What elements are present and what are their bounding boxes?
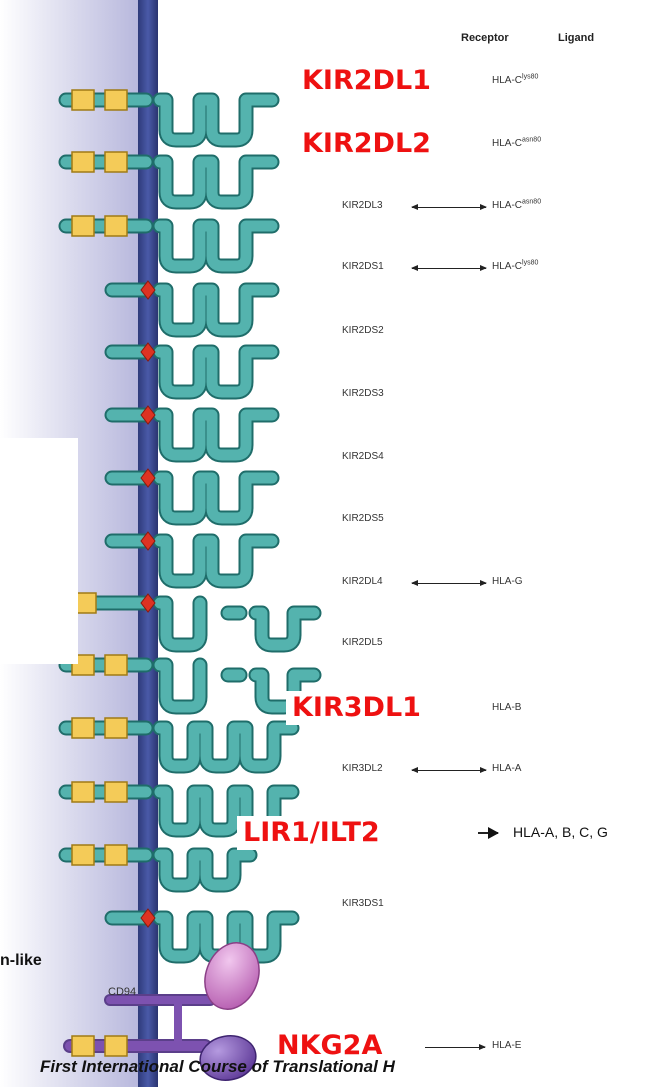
row-12-itim-motif (72, 782, 94, 802)
row-9-ig-domain-d2 (256, 613, 314, 645)
row-13-itim-motif (72, 845, 94, 865)
ligand-allotype: lys80 (522, 260, 538, 267)
ligand-label: HLA-Clys80 (492, 75, 538, 86)
overlay-box (0, 438, 78, 664)
receptor-label-highlight: KIR3DL1 (286, 691, 427, 725)
cd94-label: CD94 (108, 986, 136, 998)
ligand-column-header: Ligand (558, 32, 594, 44)
interaction-arrow (412, 770, 486, 771)
ligand-name: HLA-G (492, 576, 523, 587)
row-12-itim-motif (105, 782, 127, 802)
row-10-itim-motif (105, 655, 127, 675)
interaction-arrow (412, 207, 486, 208)
ligand-name: HLA-C (492, 200, 522, 211)
interaction-arrow (478, 832, 498, 834)
row-1-itim-motif (105, 90, 127, 110)
ligand-label: HLA-A (492, 763, 521, 774)
ligand-label: HLA-G (492, 576, 523, 587)
receptor-label: KIR2DL3 (342, 200, 383, 211)
nkg2a-itim-motif (105, 1036, 127, 1056)
side-label: n-like (0, 952, 42, 970)
interaction-arrow (425, 1047, 485, 1048)
receptor-label: KIR3DS1 (342, 898, 384, 909)
ligand-name: HLA-A (492, 763, 521, 774)
ligand-label: HLA-Casn80 (492, 200, 541, 211)
ligand-name: HLA-C (492, 261, 522, 272)
receptor-column-header: Receptor (461, 32, 509, 44)
ligand-label: HLA-Clys80 (492, 261, 538, 272)
receptor-label: KIR2DL4 (342, 576, 383, 587)
interaction-arrow (412, 583, 486, 584)
nkg2a-itim-motif (72, 1036, 94, 1056)
row-3-itim-motif (72, 216, 94, 236)
interaction-arrow (412, 268, 486, 269)
receptor-label: KIR2DS5 (342, 513, 384, 524)
receptor-label-highlight: KIR2DL1 (296, 64, 437, 98)
ligand-name: HLA-E (492, 1040, 521, 1051)
ligand-label: HLA-E (492, 1040, 521, 1051)
row-13-itim-motif (105, 845, 127, 865)
ligand-name: HLA-B (492, 702, 521, 713)
row-3-itim-motif (105, 216, 127, 236)
receptor-label: KIR2DS4 (342, 451, 384, 462)
ligand-allotype: lys80 (522, 74, 538, 81)
receptor-label: KIR2DL5 (342, 637, 383, 648)
row-1-itim-motif (72, 90, 94, 110)
row-2-itim-motif (72, 152, 94, 172)
ligand-allotype: asn80 (522, 199, 541, 206)
receptor-label-highlight: LIR1/ILT2 (237, 816, 386, 850)
receptor-label: KIR3DL2 (342, 763, 383, 774)
ligand-label: HLA-B (492, 702, 521, 713)
row-11-itim-motif (72, 718, 94, 738)
ligand-allotype: asn80 (522, 137, 541, 144)
ligand-label: HLA-A, B, C, G (513, 824, 608, 840)
receptor-label-highlight: KIR2DL2 (296, 127, 437, 161)
row-2-itim-motif (105, 152, 127, 172)
ligand-label: HLA-Casn80 (492, 138, 541, 149)
receptor-label: KIR2DS3 (342, 388, 384, 399)
receptor-label: KIR2DS1 (342, 261, 384, 272)
ligand-name: HLA-C (492, 138, 522, 149)
ligand-name: HLA-C (492, 75, 522, 86)
footer-course-title: First International Course of Translatio… (40, 1057, 395, 1077)
receptor-label: KIR2DS2 (342, 325, 384, 336)
row-11-itim-motif (105, 718, 127, 738)
